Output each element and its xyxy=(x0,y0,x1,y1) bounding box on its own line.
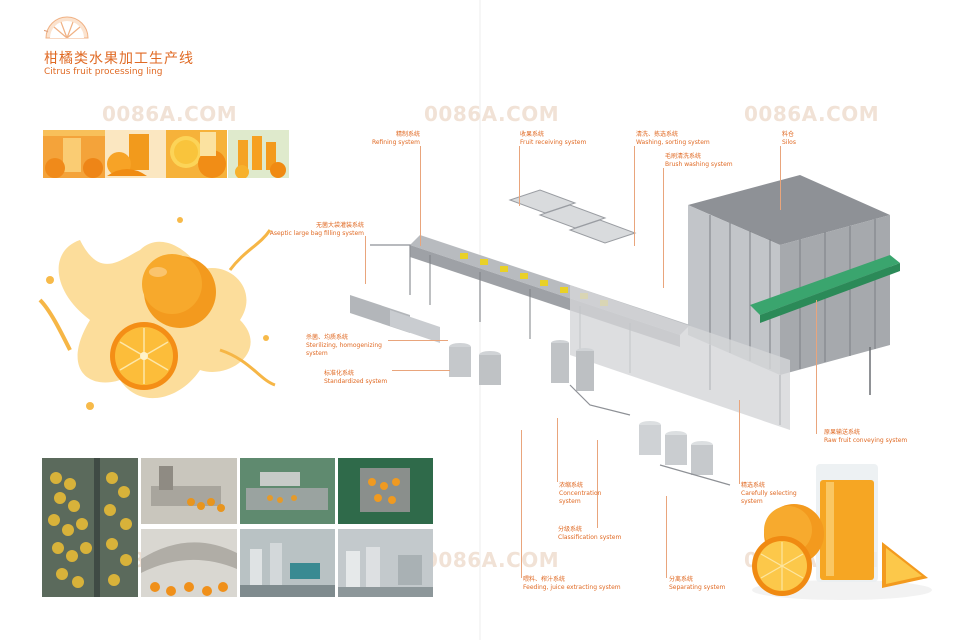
juice-photo-4 xyxy=(228,130,289,178)
watermark: 0086A.COM xyxy=(744,102,880,126)
label-en: Feeding, juice extracting system xyxy=(523,584,621,591)
label-cn: 杀菌、均质系统 xyxy=(306,334,349,341)
factory-photo-7 xyxy=(338,529,433,597)
leader-line xyxy=(780,146,781,210)
factory-photo-1 xyxy=(42,458,138,597)
label-en-line2: system xyxy=(741,498,763,505)
leader-line xyxy=(420,146,421,246)
label-receiving-system: 收果系统 Fruit receiving system xyxy=(520,131,586,147)
factory-photo-4 xyxy=(338,458,433,524)
label-sterilizing-system: 杀菌、均质系统 Sterilizing, homogenizing system xyxy=(306,334,382,358)
watermark: 0086A.COM xyxy=(424,548,560,572)
label-cn: 精选系统 xyxy=(741,482,766,489)
label-en: Classification system xyxy=(558,534,622,541)
juice-photo-1 xyxy=(43,130,105,178)
orange-juice-splash-image xyxy=(38,217,276,410)
leader-line xyxy=(739,400,740,484)
leader-line xyxy=(557,418,558,482)
leader-line xyxy=(634,146,635,246)
leader-line xyxy=(388,340,448,341)
label-cn: 原果输送系统 xyxy=(824,429,861,436)
watermark: 0086A.COM xyxy=(102,102,238,126)
label-cn: 标准化系统 xyxy=(324,370,355,377)
juice-glass-image xyxy=(752,464,932,600)
label-en: Separating system xyxy=(669,584,726,591)
processing-line-illustration xyxy=(350,175,900,486)
label-silos: 料仓 Silos xyxy=(782,131,796,147)
label-en-line2: system xyxy=(559,498,581,505)
label-cn: 毛刷清洗系统 xyxy=(665,153,702,160)
label-cn: 浓缩系统 xyxy=(559,482,584,489)
label-en: Carefully selecting xyxy=(741,490,797,497)
label-en: Brush washing system xyxy=(665,161,733,168)
leader-line xyxy=(666,496,667,578)
leader-line xyxy=(519,146,520,206)
juice-photo-3 xyxy=(166,130,227,178)
label-cn: 清洗、拣选系统 xyxy=(636,131,679,138)
page-title-cn: 柑橘类水果加工生产线 xyxy=(44,51,194,67)
label-raw-fruit-conveying-system: 原果输送系统 Raw fruit conveying system xyxy=(824,429,907,445)
leader-line xyxy=(816,300,817,434)
label-cn: 精制系统 xyxy=(395,131,420,138)
label-classification-system: 分级系统 Classification system xyxy=(558,526,621,542)
label-en: Washing, sorting system xyxy=(636,139,710,146)
label-brush-washing-system: 毛刷清洗系统 Brush washing system xyxy=(665,153,733,169)
juice-photo-2 xyxy=(105,130,166,178)
factory-photo-5 xyxy=(141,529,237,597)
label-en-line2: system xyxy=(306,350,328,357)
label-en: Standardized system xyxy=(324,378,388,385)
label-cn: 分级系统 xyxy=(558,526,583,533)
label-concentration-system: 浓缩系统 Concentration system xyxy=(559,482,601,506)
factory-photo-2 xyxy=(141,458,237,524)
label-washing-system: 清洗、拣选系统 Washing, sorting system xyxy=(636,131,710,147)
label-cn: 料仓 xyxy=(782,131,795,138)
factory-photo-3 xyxy=(240,458,335,524)
label-en: Refining system xyxy=(371,139,420,146)
label-aseptic-filling-system: 无菌大袋灌装系统 Aseptic large bag filling syste… xyxy=(262,222,364,238)
label-feeding-juice-system: 喂料、榨汁系统 Feeding, juice extracting system xyxy=(523,576,621,592)
label-cn: 喂料、榨汁系统 xyxy=(523,576,566,583)
label-standardized-system: 标准化系统 Standardized system xyxy=(324,370,387,386)
watermark: 0086A.COM xyxy=(424,102,560,126)
label-selecting-system: 精选系统 Carefully selecting system xyxy=(741,482,797,506)
label-refining-system: 精制系统 Refining system xyxy=(370,131,420,147)
label-separating-system: 分离系统 Separating system xyxy=(669,576,725,592)
leader-line xyxy=(521,430,522,578)
label-en: Concentration xyxy=(559,490,602,497)
label-cn: 分离系统 xyxy=(669,576,694,583)
leader-line xyxy=(663,168,664,288)
leader-line xyxy=(365,236,366,284)
label-cn: 收果系统 xyxy=(520,131,545,138)
page-title-en: Citrus fruit processing ling xyxy=(44,67,163,77)
leader-line xyxy=(597,440,598,528)
orange-slice-logo-icon xyxy=(44,16,89,39)
label-en: Silos xyxy=(782,139,796,146)
label-en: Raw fruit conveying system xyxy=(824,437,908,444)
factory-photo-6 xyxy=(240,529,335,597)
label-en: Aseptic large bag filling system xyxy=(269,230,364,237)
label-en: Sterilizing, homogenizing xyxy=(306,342,382,349)
leader-line xyxy=(392,370,450,371)
label-cn: 无菌大袋灌装系统 xyxy=(315,222,364,229)
label-en: Fruit receiving system xyxy=(520,139,587,146)
